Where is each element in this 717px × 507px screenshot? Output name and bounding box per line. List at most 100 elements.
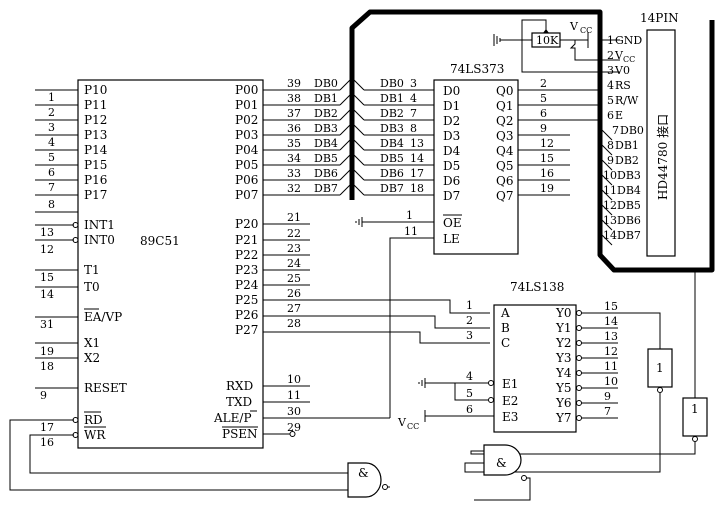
decoder-name: 74LS138: [510, 280, 564, 294]
svg-text:12: 12: [540, 137, 554, 150]
svg-text:DB0: DB0: [620, 124, 644, 137]
svg-text:DB3: DB3: [314, 122, 338, 135]
svg-text:2: 2: [607, 49, 614, 62]
svg-text:18: 18: [410, 182, 424, 195]
svg-text:DB7: DB7: [314, 182, 338, 195]
svg-text:P17: P17: [84, 188, 107, 202]
svg-text:5: 5: [607, 94, 614, 107]
svg-text:16: 16: [40, 436, 54, 449]
svg-text:2: 2: [48, 106, 55, 119]
svg-text:DB6: DB6: [314, 167, 338, 180]
svg-text:ALE/P: ALE/P: [213, 411, 252, 425]
svg-text:DB1: DB1: [314, 92, 338, 105]
decoder-enable: 4 E1: [418, 370, 518, 391]
svg-text:32: 32: [287, 182, 301, 195]
svg-text:Y3: Y3: [555, 351, 572, 365]
svg-text:D2: D2: [443, 114, 460, 128]
svg-text:9: 9: [604, 390, 611, 403]
latch-output: Q02: [496, 77, 600, 98]
svg-text:GND: GND: [615, 34, 642, 47]
mcu-pin: P15 5: [35, 151, 107, 172]
svg-text:C: C: [501, 336, 510, 350]
svg-text:R/W: R/W: [615, 94, 639, 107]
svg-text:4: 4: [410, 92, 417, 105]
svg-text:DB6: DB6: [617, 214, 641, 227]
svg-text:DB6: DB6: [380, 167, 404, 180]
svg-text:D4: D4: [443, 144, 461, 158]
svg-text:D5: D5: [443, 159, 460, 173]
svg-text:P03: P03: [235, 128, 258, 142]
inverter-body: [682, 397, 708, 437]
latch-name: 74LS373: [450, 62, 504, 76]
svg-text:DB1: DB1: [615, 139, 639, 152]
inverter-upper: 1: [464, 312, 673, 473]
svg-text:Y5: Y5: [555, 381, 572, 395]
svg-text:P25: P25: [235, 293, 258, 307]
svg-text:14: 14: [40, 288, 54, 301]
svg-text:Q5: Q5: [496, 159, 513, 173]
svg-text:7: 7: [612, 124, 619, 137]
svg-text:28: 28: [287, 317, 301, 330]
svg-text:4: 4: [48, 136, 55, 149]
svg-text:5: 5: [48, 151, 55, 164]
address-lines: [263, 299, 490, 344]
svg-text:P24: P24: [235, 278, 259, 292]
svg-text:11: 11: [404, 225, 418, 238]
svg-text:10K: 10K: [536, 34, 559, 47]
svg-text:3: 3: [48, 121, 55, 134]
svg-text:Q7: Q7: [496, 189, 513, 203]
decoder-vcc-sub: CC: [407, 422, 419, 431]
svg-text:P15: P15: [84, 158, 107, 172]
svg-text:9: 9: [607, 154, 614, 167]
and-gate-body: [347, 462, 382, 498]
mcu-name: 89C51: [140, 234, 180, 248]
svg-text:P00: P00: [235, 83, 258, 97]
svg-text:9: 9: [540, 122, 547, 135]
svg-text:V: V: [614, 49, 624, 62]
svg-text:DB4: DB4: [314, 137, 338, 150]
svg-text:1: 1: [466, 299, 473, 312]
decoder-enable: 5 E2: [454, 383, 518, 408]
svg-text:P20: P20: [235, 217, 258, 231]
svg-text:P23: P23: [235, 263, 258, 277]
svg-text:P10: P10: [84, 83, 107, 97]
svg-text:5: 5: [466, 387, 473, 400]
svg-text:T0: T0: [84, 280, 100, 294]
svg-text:&: &: [496, 456, 507, 470]
svg-text:P06: P06: [235, 173, 258, 187]
svg-text:RD: RD: [84, 413, 103, 427]
svg-text:5: 5: [540, 92, 547, 105]
svg-text:DB2: DB2: [380, 107, 404, 120]
potentiometer-10k: 10K V CC: [493, 19, 620, 73]
svg-text:36: 36: [287, 122, 301, 135]
svg-text:P27: P27: [235, 323, 258, 337]
svg-text:15: 15: [540, 152, 554, 165]
svg-text:14: 14: [604, 315, 618, 328]
mcu-pin: T0 14: [35, 280, 100, 301]
